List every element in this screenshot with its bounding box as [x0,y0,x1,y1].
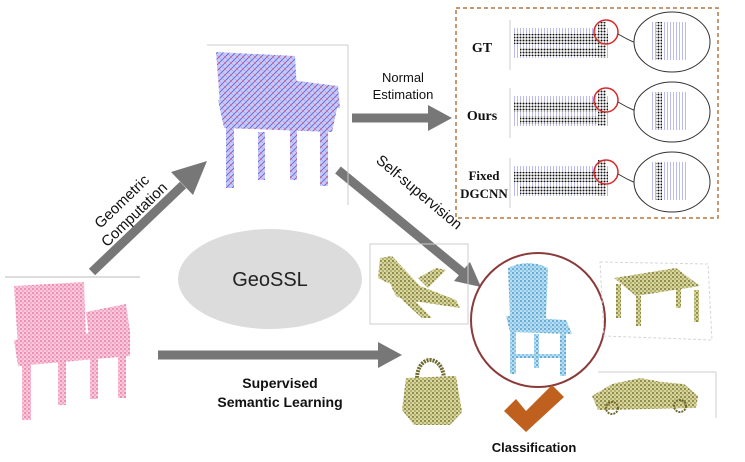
arrow-normal-estimation [352,105,452,131]
supervised-label-line2: Semantic Learning [217,394,342,410]
table-point-cloud [599,261,713,341]
panel-row-fixed-dgcnn: Fixed DGCNN [460,151,711,213]
arrow-geometric-computation [88,161,207,276]
normal-estimation-label-line2: Estimation [373,87,434,102]
airplane-point-cloud [369,243,469,325]
normal-estimation-label-line1: Normal [382,70,424,85]
classification-label: Classification [492,440,577,455]
supervised-label-line1: Supervised [242,375,317,391]
car-point-cloud [592,371,717,418]
normal-estimation-panel: GT Ours Fixed [455,7,719,219]
row-label-dgcnn: DGCNN [460,186,508,201]
panel-row-gt: GT [472,11,711,73]
input-chair-point-cloud [5,276,140,420]
geossl-ellipse: GeoSSL [178,229,362,329]
row-label-gt: GT [472,41,493,56]
row-label-ours: Ours [467,109,498,124]
panel-row-ours: Ours [467,81,711,143]
handbag-point-cloud [402,358,462,425]
checkmark-icon [504,385,564,432]
classification-circle [470,252,606,388]
self-supervision-label: Self-supervision [373,152,466,234]
geossl-label: GeoSSL [232,269,308,291]
arrow-supervised-learning [158,342,402,368]
row-label-fixed: Fixed [468,168,500,183]
chair-normals-point-cloud [207,44,349,205]
